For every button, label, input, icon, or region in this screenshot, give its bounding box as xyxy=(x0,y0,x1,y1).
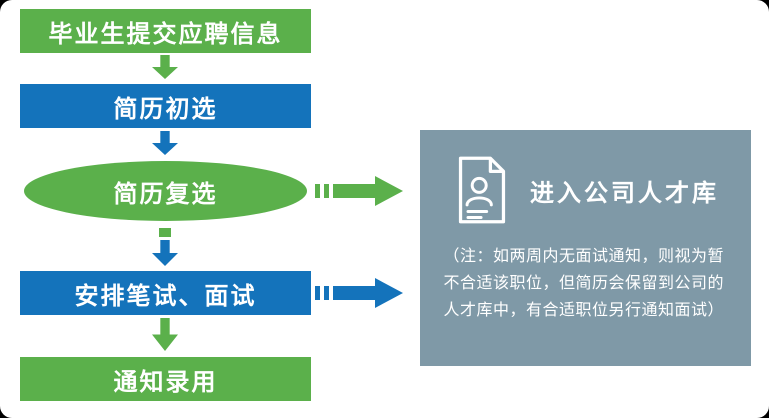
arrow-right-icon xyxy=(315,278,403,308)
flow-step-test-interview: 安排笔试、面试 xyxy=(20,271,311,315)
flow-step-submit: 毕业生提交应聘信息 xyxy=(20,9,311,53)
flow-step-initial-screen: 简历初选 xyxy=(20,84,311,128)
note-line: 不合适该职位，但简历会保留到公司的 xyxy=(443,273,725,292)
talent-pool-title: 进入公司人才库 xyxy=(530,178,719,207)
note-line: 人才库中，有合适职位另行通知面试） xyxy=(443,300,725,319)
arrow-right-icon xyxy=(315,176,403,206)
arrow-down-icon xyxy=(152,240,178,266)
arrow-down-icon xyxy=(152,131,178,155)
arrow-down-icon xyxy=(152,55,178,79)
arrow-down-icon xyxy=(152,318,178,351)
arrow-down-green-segment xyxy=(159,228,171,237)
flow-step-offer: 通知录用 xyxy=(20,357,311,401)
talent-pool-header: 进入公司人才库 xyxy=(454,154,751,226)
resume-document-icon xyxy=(458,156,506,224)
note-line: （注：如两周内无面试通知，则视为暂 xyxy=(443,246,725,265)
talent-pool-note: （注：如两周内无面试通知，则视为暂 不合适该职位，但简历会保留到公司的 人才库中… xyxy=(444,242,728,323)
flow-step-re-screen: 简历复选 xyxy=(24,161,307,221)
talent-pool-panel: 进入公司人才库 （注：如两周内无面试通知，则视为暂 不合适该职位，但简历会保留到… xyxy=(420,130,751,366)
